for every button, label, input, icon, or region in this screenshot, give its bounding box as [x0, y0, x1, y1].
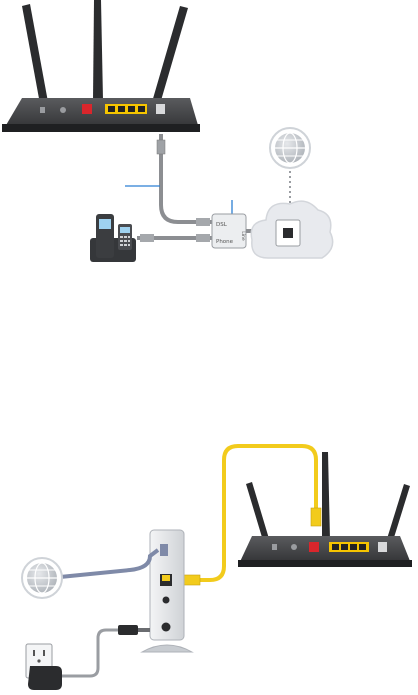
- dsl-cable: [161, 134, 214, 222]
- power-adapter-icon: [28, 666, 62, 690]
- router-icon: [2, 0, 200, 132]
- globe-icon: [270, 128, 310, 168]
- router-base: [2, 124, 200, 132]
- splitter-phone-label: Phone: [216, 239, 234, 245]
- coax-cable: [60, 550, 158, 577]
- globe-icon: [22, 558, 62, 598]
- splitter-icon: DSL Phone Line: [212, 214, 246, 248]
- phone-cable-plug: [140, 234, 154, 242]
- router-dsl-port: [156, 104, 165, 114]
- modem-icon: [142, 530, 192, 652]
- antenna-left-2: [246, 482, 270, 544]
- power-plug: [118, 625, 138, 635]
- ethernet-plug-router: [311, 508, 321, 526]
- modem-power-port: [162, 623, 171, 632]
- router-port-power: [60, 107, 66, 113]
- router-power-button-2: [309, 542, 319, 552]
- router-port-usb: [40, 107, 45, 113]
- wall-jack-icon: [276, 220, 300, 246]
- phone-icon: [90, 214, 136, 262]
- antenna-center: [93, 0, 103, 100]
- ethernet-plug-modem: [184, 575, 200, 585]
- wall-jack-socket: [283, 228, 293, 238]
- antenna-left: [22, 4, 48, 104]
- antenna-right: [152, 6, 188, 104]
- antenna-center-2: [322, 452, 330, 540]
- splitter-dsl-plug: [196, 218, 210, 226]
- router-power-button: [82, 104, 92, 114]
- splitter-phone-plug: [196, 234, 210, 242]
- router-icon: [238, 452, 412, 567]
- modem-coax-port: [160, 544, 168, 556]
- adapter-body: [28, 666, 62, 690]
- dsl-cable-plug: [157, 140, 165, 154]
- modem-stand: [142, 645, 192, 652]
- modem-reset: [163, 597, 170, 604]
- phone-screen: [99, 219, 111, 229]
- splitter-line-label: Line: [240, 231, 246, 241]
- splitter-dsl-label: DSL: [216, 222, 228, 228]
- power-cable: [58, 630, 134, 676]
- antenna-right-2: [386, 484, 410, 544]
